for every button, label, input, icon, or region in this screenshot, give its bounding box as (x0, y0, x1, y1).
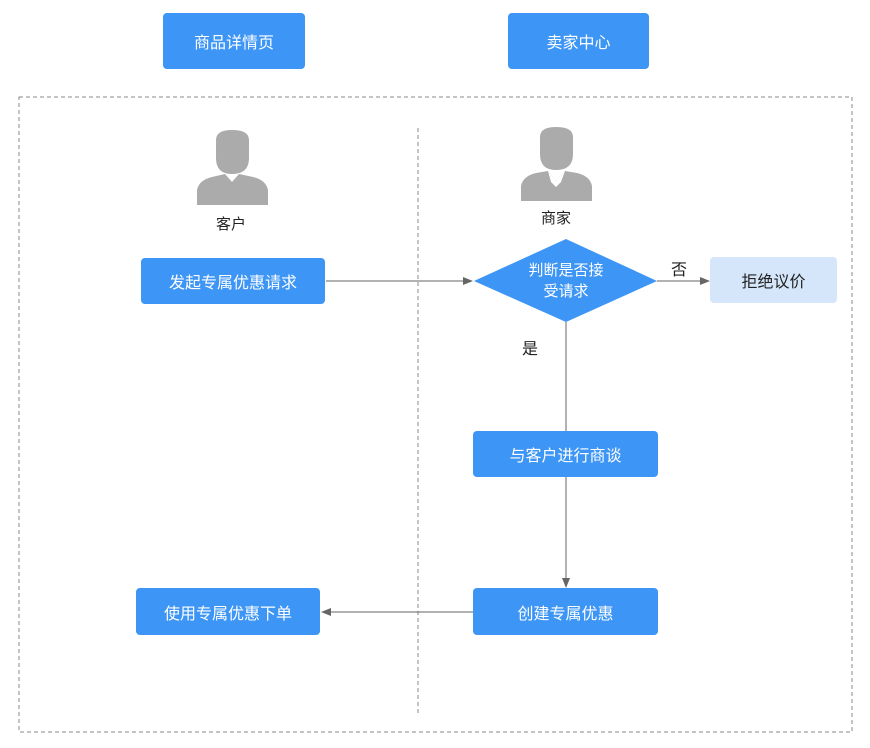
merchant-label: 商家 (541, 209, 572, 227)
decision-label: 判断是否接 受请求 (500, 257, 632, 305)
merchant-avatar-icon (521, 127, 592, 201)
decision-diamond[interactable] (474, 239, 657, 322)
customer-label: 客户 (216, 215, 247, 233)
node-use-discount-order[interactable]: 使用专属优惠下单 (136, 588, 320, 635)
node-negotiate[interactable]: 与客户进行商谈 (473, 431, 658, 477)
decision-label-line1: 判断是否接 (528, 261, 604, 279)
swimlane-container (18, 96, 853, 733)
edge-label-no: 否 (671, 260, 688, 279)
node-create-discount[interactable]: 创建专属优惠 (473, 588, 658, 635)
customer-avatar-icon (197, 130, 268, 205)
node-reject-bargain[interactable]: 拒绝议价 (710, 257, 837, 303)
lane-header-seller-center[interactable]: 卖家中心 (508, 13, 649, 69)
edge-label-yes: 是 (522, 339, 539, 358)
node-request-discount[interactable]: 发起专属优惠请求 (141, 258, 325, 304)
decision-label-line2: 受请求 (543, 282, 589, 300)
lane-header-product-detail[interactable]: 商品详情页 (163, 13, 305, 69)
